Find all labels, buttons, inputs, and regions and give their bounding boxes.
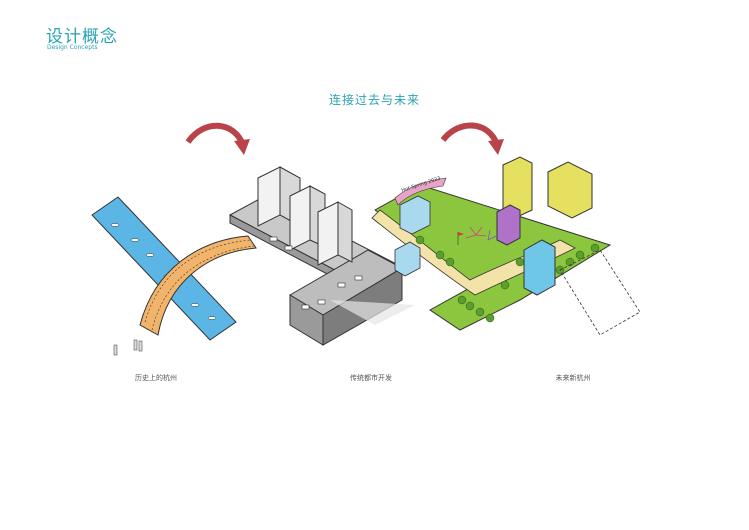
caption-conventional-development: 传统都市开发 [350, 374, 392, 382]
towers [257, 166, 353, 266]
page-title: 设计概念 [46, 27, 118, 47]
transition-arrow-1 [185, 122, 250, 155]
fireworks [465, 226, 497, 241]
caption-historic-hangzhou: 历史上的杭州 [135, 374, 177, 382]
historic-hangzhou-illustration [91, 196, 257, 356]
pedestrians [113, 339, 143, 356]
cars [269, 236, 363, 310]
flag-icon [457, 232, 464, 245]
concept-heading: 连接过去与未来 [328, 93, 420, 107]
transition-arrow-2 [440, 122, 504, 155]
glass-pavilions [394, 195, 431, 277]
conventional-development-illustration [228, 166, 415, 346]
caption-future-hangzhou: 未来新杭州 [555, 374, 591, 382]
page-subtitle: Design Concepts [47, 44, 98, 51]
future-hangzhou-illustration: Hot Spring 2023 [371, 156, 641, 336]
